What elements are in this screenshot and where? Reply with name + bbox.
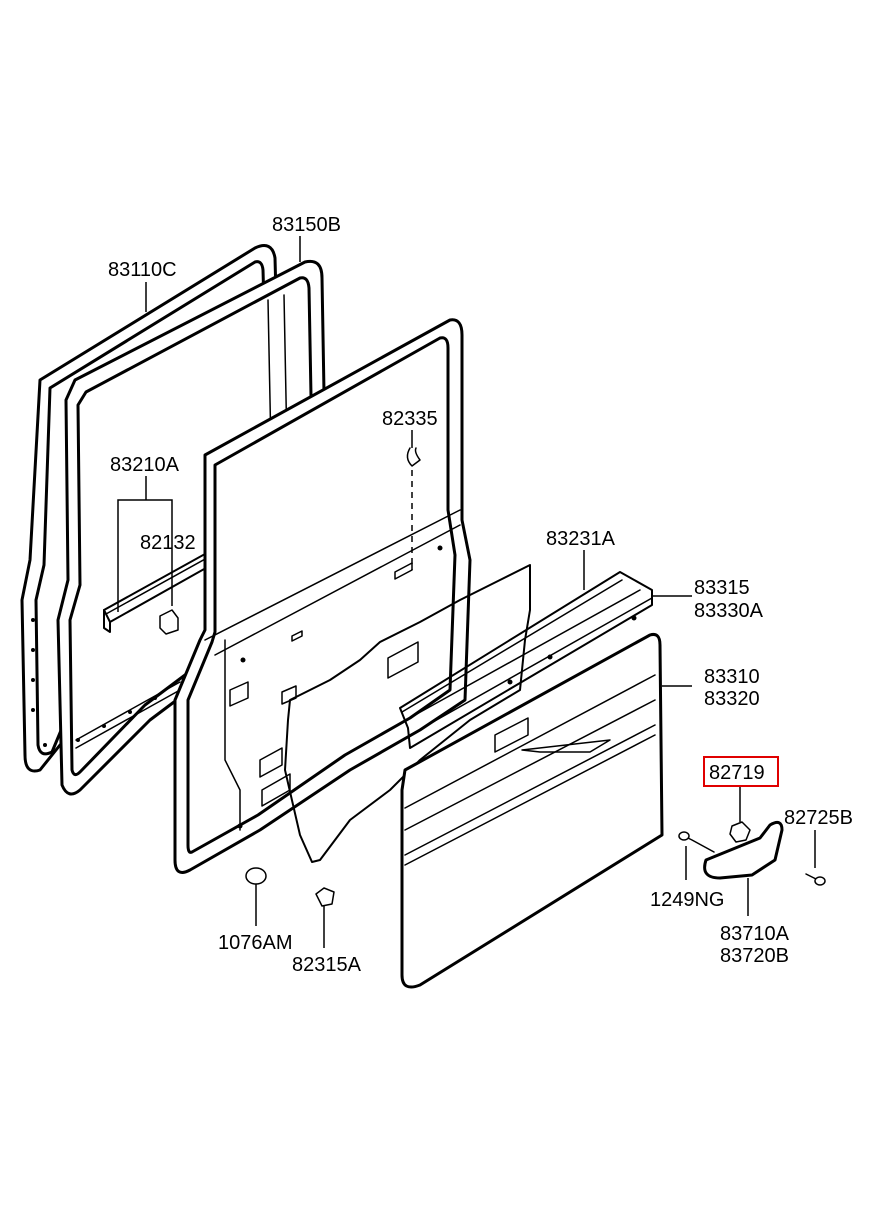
label-1076am: 1076AM — [218, 932, 293, 954]
inner-belt-strip-83315[interactable] — [399, 571, 653, 749]
label-82719: 82719 — [709, 762, 765, 784]
label-83320: 83320 — [704, 688, 760, 710]
label-83231a: 83231A — [546, 528, 616, 550]
clip-82132[interactable] — [159, 609, 179, 635]
pull-handle-83710a[interactable] — [703, 820, 784, 880]
watershield-83231a[interactable] — [281, 564, 531, 863]
hook-clip-82335[interactable] — [406, 447, 421, 467]
door-panel — [173, 318, 472, 874]
nut-82719[interactable] — [729, 821, 751, 843]
label-83110c: 83110C — [108, 259, 177, 281]
label-83310: 83310 — [704, 666, 760, 688]
door-seal-83150b[interactable] — [56, 259, 330, 796]
leader-lines — [117, 236, 816, 948]
screw-1249ng[interactable] — [678, 831, 715, 853]
label-82335: 82335 — [382, 408, 438, 430]
label-83330a: 83330A — [694, 600, 764, 622]
label-83315: 83315 — [694, 577, 750, 599]
lower-rail — [75, 681, 181, 749]
label-82725b: 82725B — [784, 807, 853, 829]
label-83710a: 83710A — [720, 923, 790, 945]
label-83210a: 83210A — [110, 454, 180, 476]
label-83720b: 83720B — [720, 945, 789, 967]
clip-82315a[interactable] — [315, 887, 335, 907]
highlight-box-82719 — [703, 756, 779, 787]
plug-1076am[interactable] — [245, 867, 267, 885]
label-82315a: 82315A — [292, 954, 362, 976]
label-83150b: 83150B — [272, 214, 341, 236]
label-1249ng: 1249NG — [650, 889, 725, 911]
label-82132: 82132 — [140, 532, 196, 554]
door-trim-panel-83310[interactable] — [400, 615, 664, 989]
screw-82725b[interactable] — [805, 873, 826, 886]
